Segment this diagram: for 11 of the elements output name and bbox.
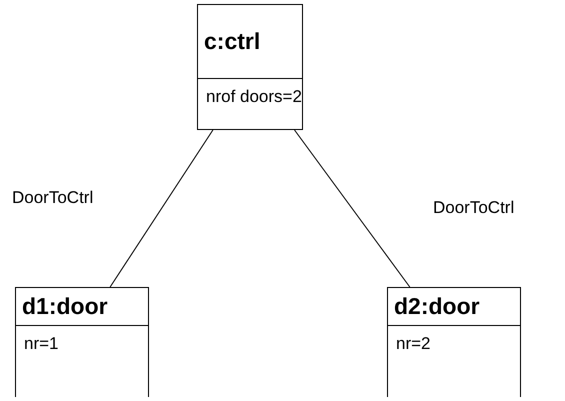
object-box — [387, 287, 521, 397]
object-name: c:ctrl — [204, 28, 260, 55]
object-box — [197, 4, 303, 130]
attribute-text: nr=2 — [396, 334, 430, 353]
association-line — [110, 130, 214, 288]
attribute-text: nr=1 — [24, 334, 58, 353]
attribute-text: nrof doors=2 — [206, 87, 302, 106]
object-name: d2:door — [394, 293, 480, 320]
object-box — [15, 287, 149, 397]
association-line — [294, 130, 410, 288]
object-name: d1:door — [22, 293, 108, 320]
